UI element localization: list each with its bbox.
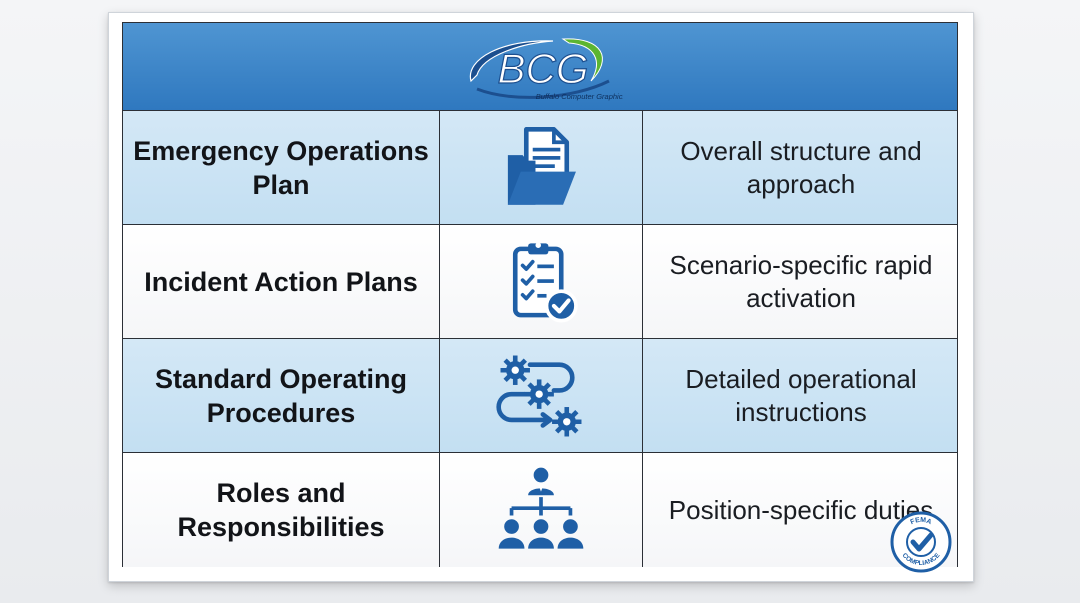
row-description: Overall structure and approach <box>680 135 922 199</box>
row-title: Roles and Responsibilities <box>177 478 385 542</box>
logo-tagline: Buffalo Computer Graphics <box>536 92 623 101</box>
row-description: Scenario-specific rapid activation <box>669 249 933 313</box>
fema-compliance-seal: FEMA COMPLIANCE <box>890 511 952 573</box>
table-row: Roles and Responsibilities <box>123 453 957 567</box>
logo-text: BCG <box>497 45 588 92</box>
plan-table: BCG Buffalo Computer Graphics Emergency … <box>122 22 958 567</box>
row-description: Position-specific duties <box>668 494 934 525</box>
gears-workflow-icon <box>496 355 582 436</box>
folder-document-icon <box>507 126 576 205</box>
bcg-logo: BCG Buffalo Computer Graphics <box>469 38 623 101</box>
row-description: Detailed operational instructions <box>685 363 917 427</box>
table-header: BCG Buffalo Computer Graphics <box>123 23 957 111</box>
table-row: Standard Operating Procedures <box>123 339 957 453</box>
clipboard-checklist-icon <box>512 241 578 322</box>
row-title: Emergency Operations Plan <box>133 135 429 200</box>
row-title: Incident Action Plans <box>144 266 418 297</box>
row-title: Standard Operating Procedures <box>154 363 408 428</box>
org-chart-icon <box>498 467 584 549</box>
chart-board: BCG Buffalo Computer Graphics Emergency … <box>108 12 974 582</box>
svg-text:FEMA: FEMA <box>909 517 932 526</box>
seal-top-text: FEMA <box>909 517 932 526</box>
table-row: Emergency Operations Plan Overall struct… <box>123 111 957 225</box>
table-row: Incident Action Plans Sce <box>123 225 957 339</box>
